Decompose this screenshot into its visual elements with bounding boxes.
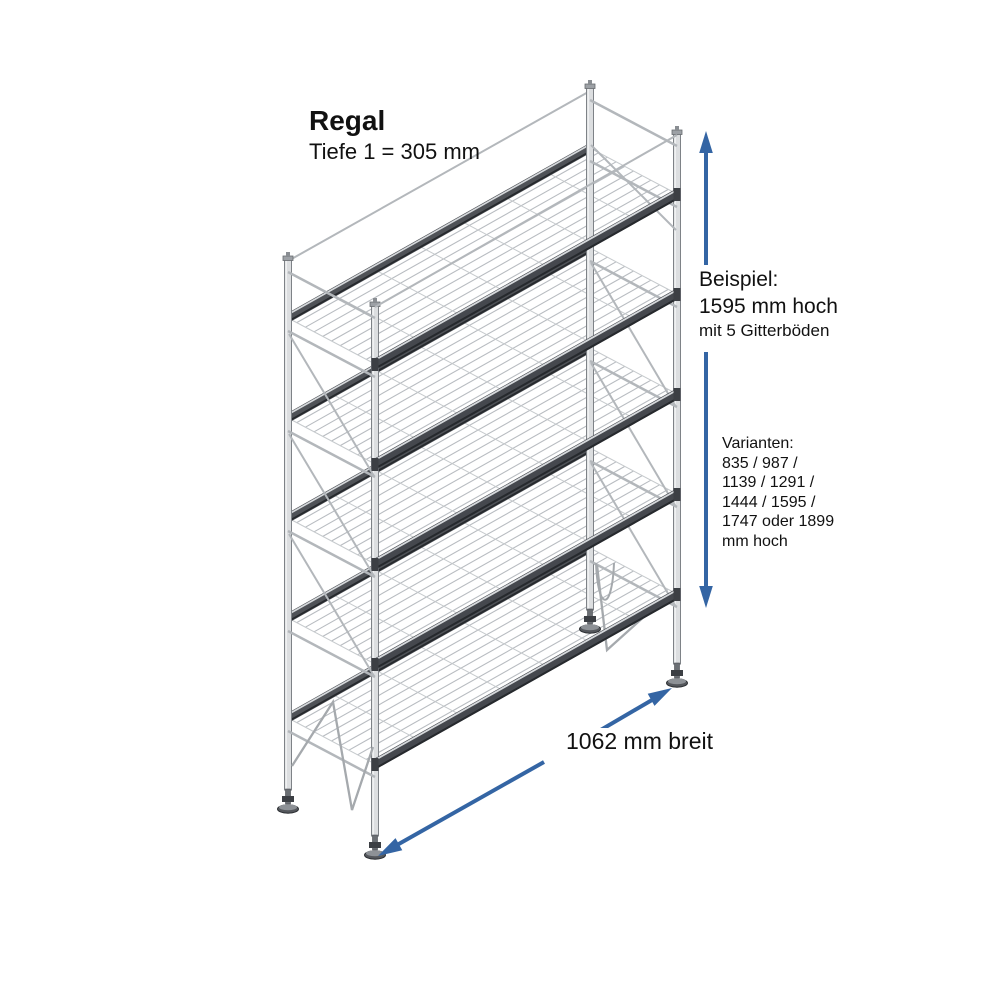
- height-example-annotation: Beispiel: 1595 mm hoch mit 5 Gitterböden: [697, 266, 840, 343]
- page-title: Regal: [309, 105, 386, 136]
- width-dimension-arrow: [378, 688, 672, 856]
- shelf-rack-drawing: [277, 80, 688, 860]
- variants-line: 1444 / 1595 /: [722, 493, 816, 511]
- width-dimension-label: 1062 mm breit: [563, 728, 717, 755]
- height-variants-annotation: Varianten: 835 / 987 / 1139 / 1291 / 144…: [722, 434, 834, 551]
- height-example-detail: mit 5 Gitterböden: [699, 321, 830, 340]
- variants-title: Varianten:: [722, 435, 794, 452]
- height-dimension-arrow: [699, 131, 713, 608]
- depth-dimension-label: Tiefe 1 = 305 mm: [309, 139, 480, 164]
- variants-line: 1139 / 1291 /: [722, 474, 815, 491]
- variants-line: 835 / 987 /: [722, 454, 798, 472]
- height-example-value: 1595 mm hoch: [699, 295, 838, 318]
- height-example-title: Beispiel:: [699, 268, 779, 291]
- variants-line: 1747 oder 1899: [722, 513, 835, 530]
- variants-line: mm hoch: [722, 532, 788, 550]
